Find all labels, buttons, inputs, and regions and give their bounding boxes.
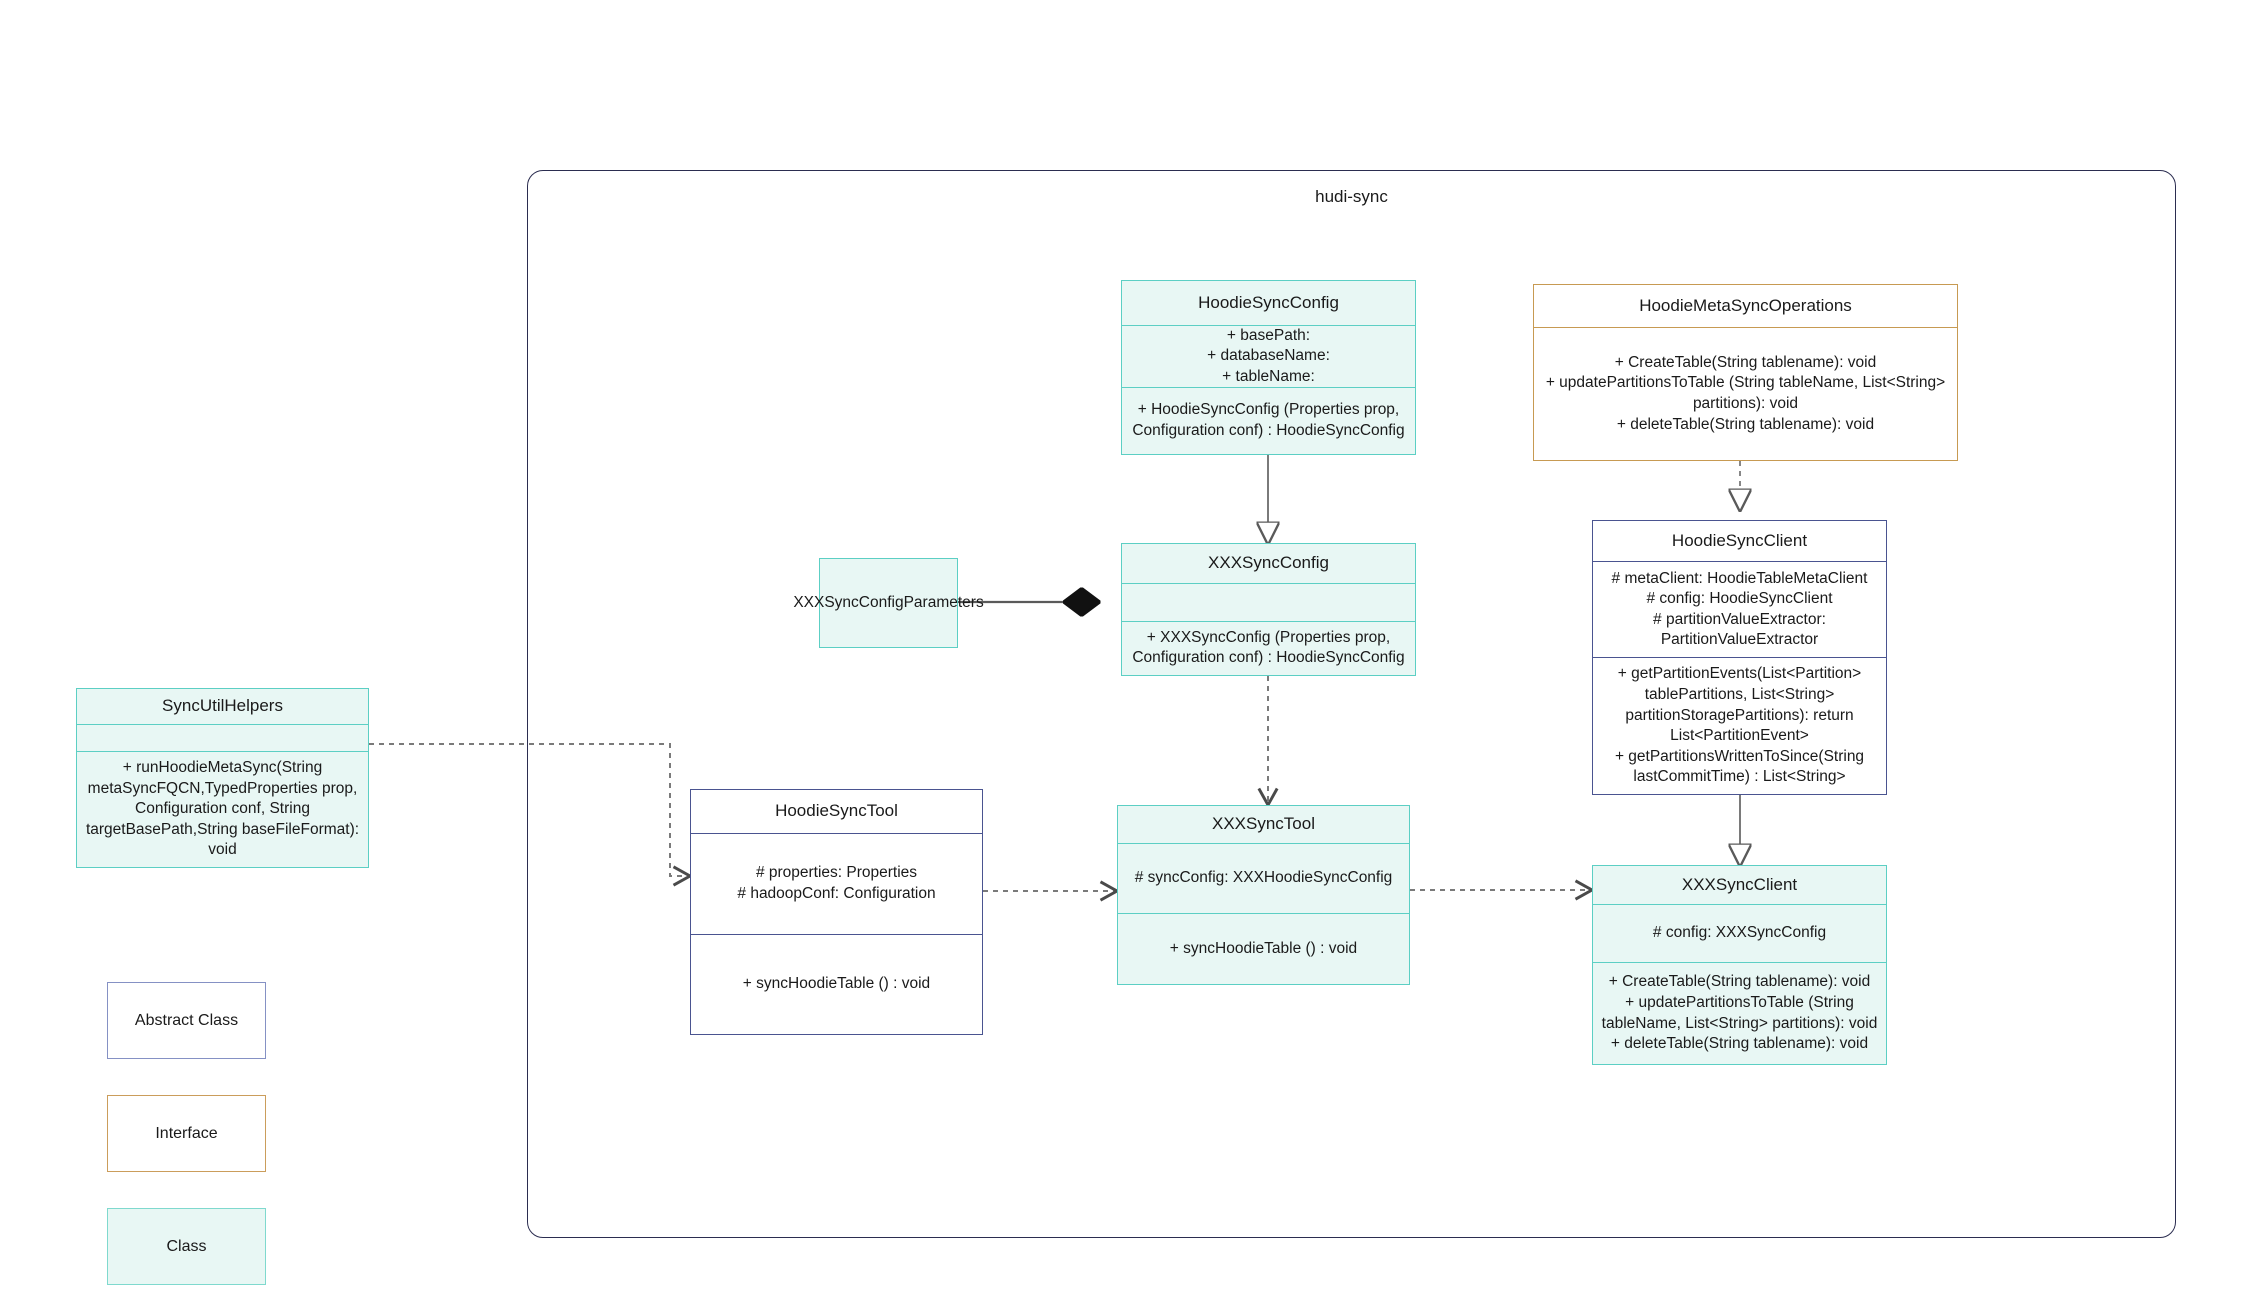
- node-attributes-xxx-sync-config: [1122, 582, 1415, 621]
- node-title-sync-util-helpers: SyncUtilHelpers: [162, 696, 283, 715]
- node-title-hoodie-sync-client: HoodieSyncClient: [1671, 530, 1808, 550]
- node-title-xxx-sync-config-parameters: XXXSyncConfigParameters: [793, 593, 984, 611]
- node-methods-hoodie-sync-client: + getPartitionEvents(List<Partition> tab…: [1593, 657, 1886, 794]
- node-methods-xxx-sync-client: + CreateTable(String tablename): void + …: [1593, 962, 1886, 1064]
- node-hoodie-meta-sync-operations[interactable]: HoodieMetaSyncOperations + CreateTable(S…: [1533, 284, 1958, 461]
- node-title-xxx-sync-config: XXXSyncConfig: [1208, 553, 1329, 573]
- package-title: hudi-sync: [1315, 187, 1388, 206]
- node-hoodie-sync-config[interactable]: HoodieSyncConfig + basePath: + databaseN…: [1121, 280, 1416, 455]
- node-attributes-xxx-sync-tool: # syncConfig: XXXHoodieSyncConfig: [1118, 843, 1409, 913]
- node-xxx-sync-tool[interactable]: XXXSyncTool # syncConfig: XXXHoodieSyncC…: [1117, 805, 1410, 985]
- legend-class: Class: [107, 1208, 266, 1285]
- node-sync-util-helpers[interactable]: SyncUtilHelpers + runHoodieMetaSync(Stri…: [76, 688, 369, 868]
- legend-interface-label: Interface: [155, 1124, 218, 1142]
- legend-abstract-label: Abstract Class: [134, 1011, 239, 1029]
- legend-interface: Interface: [107, 1095, 266, 1172]
- legend-abstract-class: Abstract Class: [107, 982, 266, 1059]
- legend-class-label: Class: [166, 1237, 207, 1255]
- node-methods-hoodie-sync-tool: + syncHoodieTable () : void: [691, 934, 982, 1034]
- node-methods-hoodie-sync-config: + HoodieSyncConfig (Properties prop, Con…: [1122, 387, 1415, 454]
- node-title-hoodie-sync-tool: HoodieSyncTool: [775, 801, 898, 821]
- node-title-hoodie-meta-sync-operations: HoodieMetaSyncOperations: [1639, 295, 1852, 315]
- package-hudi-sync: hudi-sync: [527, 170, 2176, 1238]
- node-attributes-xxx-sync-client: # config: XXXSyncConfig: [1593, 904, 1886, 962]
- node-attributes-sync-util-helpers: [77, 723, 368, 751]
- node-hoodie-sync-client[interactable]: HoodieSyncClient # metaClient: HoodieTab…: [1592, 520, 1887, 795]
- node-methods-xxx-sync-tool: + syncHoodieTable () : void: [1118, 913, 1409, 984]
- node-hoodie-sync-tool[interactable]: HoodieSyncTool # properties: Properties …: [690, 789, 983, 1035]
- node-attributes-hoodie-sync-config: + basePath: + databaseName: + tableName:: [1122, 325, 1415, 387]
- node-attributes-hoodie-sync-client: # metaClient: HoodieTableMetaClient # co…: [1593, 561, 1886, 657]
- node-methods-sync-util-helpers: + runHoodieMetaSync(String metaSyncFQCN,…: [77, 750, 368, 867]
- node-methods-xxx-sync-config: + XXXSyncConfig (Properties prop, Config…: [1122, 620, 1415, 675]
- node-title-xxx-sync-tool: XXXSyncTool: [1212, 814, 1315, 834]
- node-xxx-sync-client[interactable]: XXXSyncClient # config: XXXSyncConfig + …: [1592, 865, 1887, 1065]
- node-title-hoodie-sync-config: HoodieSyncConfig: [1198, 292, 1339, 312]
- node-attributes-hoodie-sync-tool: # properties: Properties # hadoopConf: C…: [691, 833, 982, 934]
- node-methods-hoodie-meta-sync-operations: + CreateTable(String tablename): void + …: [1534, 327, 1957, 460]
- node-title-xxx-sync-client: XXXSyncClient: [1681, 874, 1798, 894]
- node-xxx-sync-config-parameters[interactable]: XXXSyncConfigParameters: [793, 558, 984, 648]
- node-xxx-sync-config[interactable]: XXXSyncConfig + XXXSyncConfig (Propertie…: [1121, 543, 1416, 676]
